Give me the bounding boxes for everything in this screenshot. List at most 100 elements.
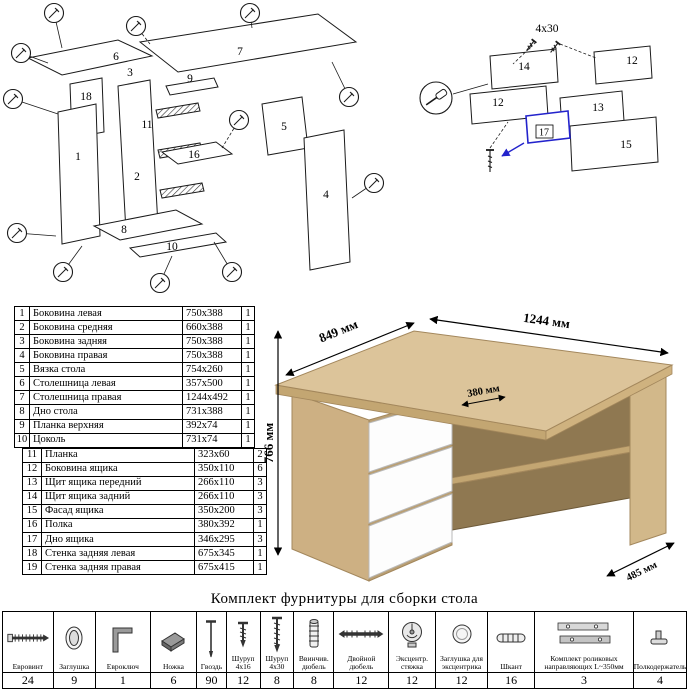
hardware-qty: 16	[487, 672, 535, 689]
parts-table-row: 7 Столешница правая 1244x492 1	[14, 390, 255, 406]
hardware-name: Ножка	[162, 662, 184, 672]
part-size: 266x110	[194, 489, 254, 505]
hardware-cell: Ножка	[149, 611, 198, 673]
hardware-qty: 24	[2, 672, 54, 689]
screw-in-dowel-icon	[308, 618, 319, 648]
part-qty: 1	[241, 432, 255, 448]
hardware-name: Гвоздь	[200, 662, 223, 672]
hardware-qty: 6	[149, 672, 198, 689]
part-number: 11	[22, 447, 42, 463]
part-size: 1244x492	[182, 390, 242, 406]
hardware-qty-row: 24 9 1 6 90 12 8 8 12 12 12 16 3 4	[2, 672, 687, 689]
eccentric-cam-icon	[401, 621, 422, 648]
part-size: 350x110	[194, 461, 254, 477]
label-box	[535, 124, 554, 139]
dim-depth-right-line	[606, 542, 675, 577]
parts-table-row: 5 Вязка стола 754x260 1	[14, 362, 255, 378]
part-size: 346x295	[194, 531, 254, 548]
part-number-label: 15	[620, 139, 632, 151]
parts-table-row: 1 Боковина левая 750x388 1	[14, 305, 255, 322]
part-number: 1	[14, 305, 30, 322]
part-size: 660x388	[182, 320, 242, 336]
part-number-label: 11	[141, 119, 152, 131]
part-number-label: 17	[539, 128, 549, 139]
hardware-name: Шуруп 4x30	[265, 654, 289, 672]
part-number: 9	[14, 418, 30, 434]
part-qty: 1	[253, 517, 267, 534]
part-qty: 1	[241, 376, 255, 392]
confirmat-screw-icon	[7, 633, 49, 642]
double-dowel-icon	[338, 629, 384, 638]
hardware-qty: 8	[259, 672, 295, 689]
drawer-side-panel	[593, 45, 653, 85]
part-number: 13	[22, 475, 42, 491]
part-name: Фасад ящика	[41, 503, 195, 519]
part-size: 754x260	[182, 362, 242, 378]
part-name: Стенка задняя левая	[41, 546, 195, 562]
part-number: 3	[14, 334, 30, 350]
desk-right-side-panel	[629, 370, 667, 546]
part-number-label: 3	[127, 67, 133, 79]
drawer-back-panel	[489, 48, 559, 90]
nail-icon	[206, 619, 217, 657]
part-name: Полка	[41, 517, 195, 534]
part-number: 17	[22, 531, 42, 548]
part-number-label: 10	[166, 241, 178, 253]
hardware-name: Двойной дюбель	[347, 654, 376, 672]
hardware-qty: 12	[388, 672, 436, 689]
hardware-qty: 90	[196, 672, 227, 689]
hardware-qty: 8	[293, 672, 335, 689]
screw-size-label: 4x30	[536, 23, 559, 35]
hex-key-icon	[112, 627, 133, 653]
part-number: 18	[22, 546, 42, 562]
parts-table-row: 14 Щит ящика задний 266x110 3	[22, 489, 267, 505]
fastener-callout-icon	[2, 88, 24, 110]
part-name: Боковина ящика	[41, 461, 195, 477]
drawer-front	[368, 493, 453, 579]
dim-shelf-line	[461, 394, 506, 408]
dim-depth-right-label: 485 мм	[625, 560, 659, 584]
part-number-label: 8	[121, 224, 127, 236]
part-qty: 1	[241, 362, 255, 378]
wooden-dowel-icon	[496, 633, 526, 643]
panel-side-left	[57, 103, 101, 245]
screw-4x16-icon	[238, 621, 249, 648]
drawer-slide-rail	[159, 182, 205, 199]
hardware-qty: 12	[333, 672, 390, 689]
part-number: 16	[22, 517, 42, 534]
part-number-label: 7	[237, 46, 243, 58]
drawer-slide-rail	[155, 102, 201, 119]
dim-height-label: 766 мм	[262, 423, 276, 464]
screw-4x30-icon	[486, 38, 561, 172]
hardware-name: Евроключ	[106, 662, 139, 672]
fastener-callout-icon	[221, 261, 243, 283]
part-number-label: 16	[188, 149, 200, 161]
desk-pedestal-left-side	[291, 392, 370, 582]
panel-bottom	[92, 209, 204, 241]
part-name: Боковина правая	[29, 348, 183, 364]
part-number-label: 5	[281, 121, 287, 133]
part-size: 731x74	[182, 432, 242, 448]
parts-table-row: 8 Дно стола 731x388 1	[14, 404, 255, 420]
part-qty: 1	[241, 418, 255, 434]
hardware-cell: Ввинчив. дюбель	[293, 611, 335, 673]
part-number-label: 14	[518, 61, 530, 73]
dim-width-line	[429, 315, 669, 357]
hardware-name: Шкант	[500, 662, 523, 672]
part-name: Боковина левая	[29, 305, 183, 322]
drawer-panels	[469, 45, 659, 172]
parts-table-row: 6 Столешница левая 357x500 1	[14, 376, 255, 392]
dim-depth-left-label: 849 мм	[317, 316, 360, 345]
hardware-name: Эксцентр. стяжка	[395, 654, 429, 672]
parts-table-1-10: 1 Боковина левая 750x388 1 2 Боковина ср…	[14, 305, 255, 448]
part-number-label: 2	[134, 171, 140, 183]
hardware-qty: 12	[225, 672, 261, 689]
fastener-callout-icon	[6, 222, 28, 244]
part-qty: 1	[253, 560, 267, 576]
exploded-panels	[26, 13, 358, 271]
fastener-callout-icon	[125, 15, 147, 37]
parts-table-row: 2 Боковина средняя 660x388 1	[14, 320, 255, 336]
part-name: Щит ящика передний	[41, 475, 195, 491]
hardware-name: Комплект роликовых направляющих L~350мм	[544, 654, 624, 672]
